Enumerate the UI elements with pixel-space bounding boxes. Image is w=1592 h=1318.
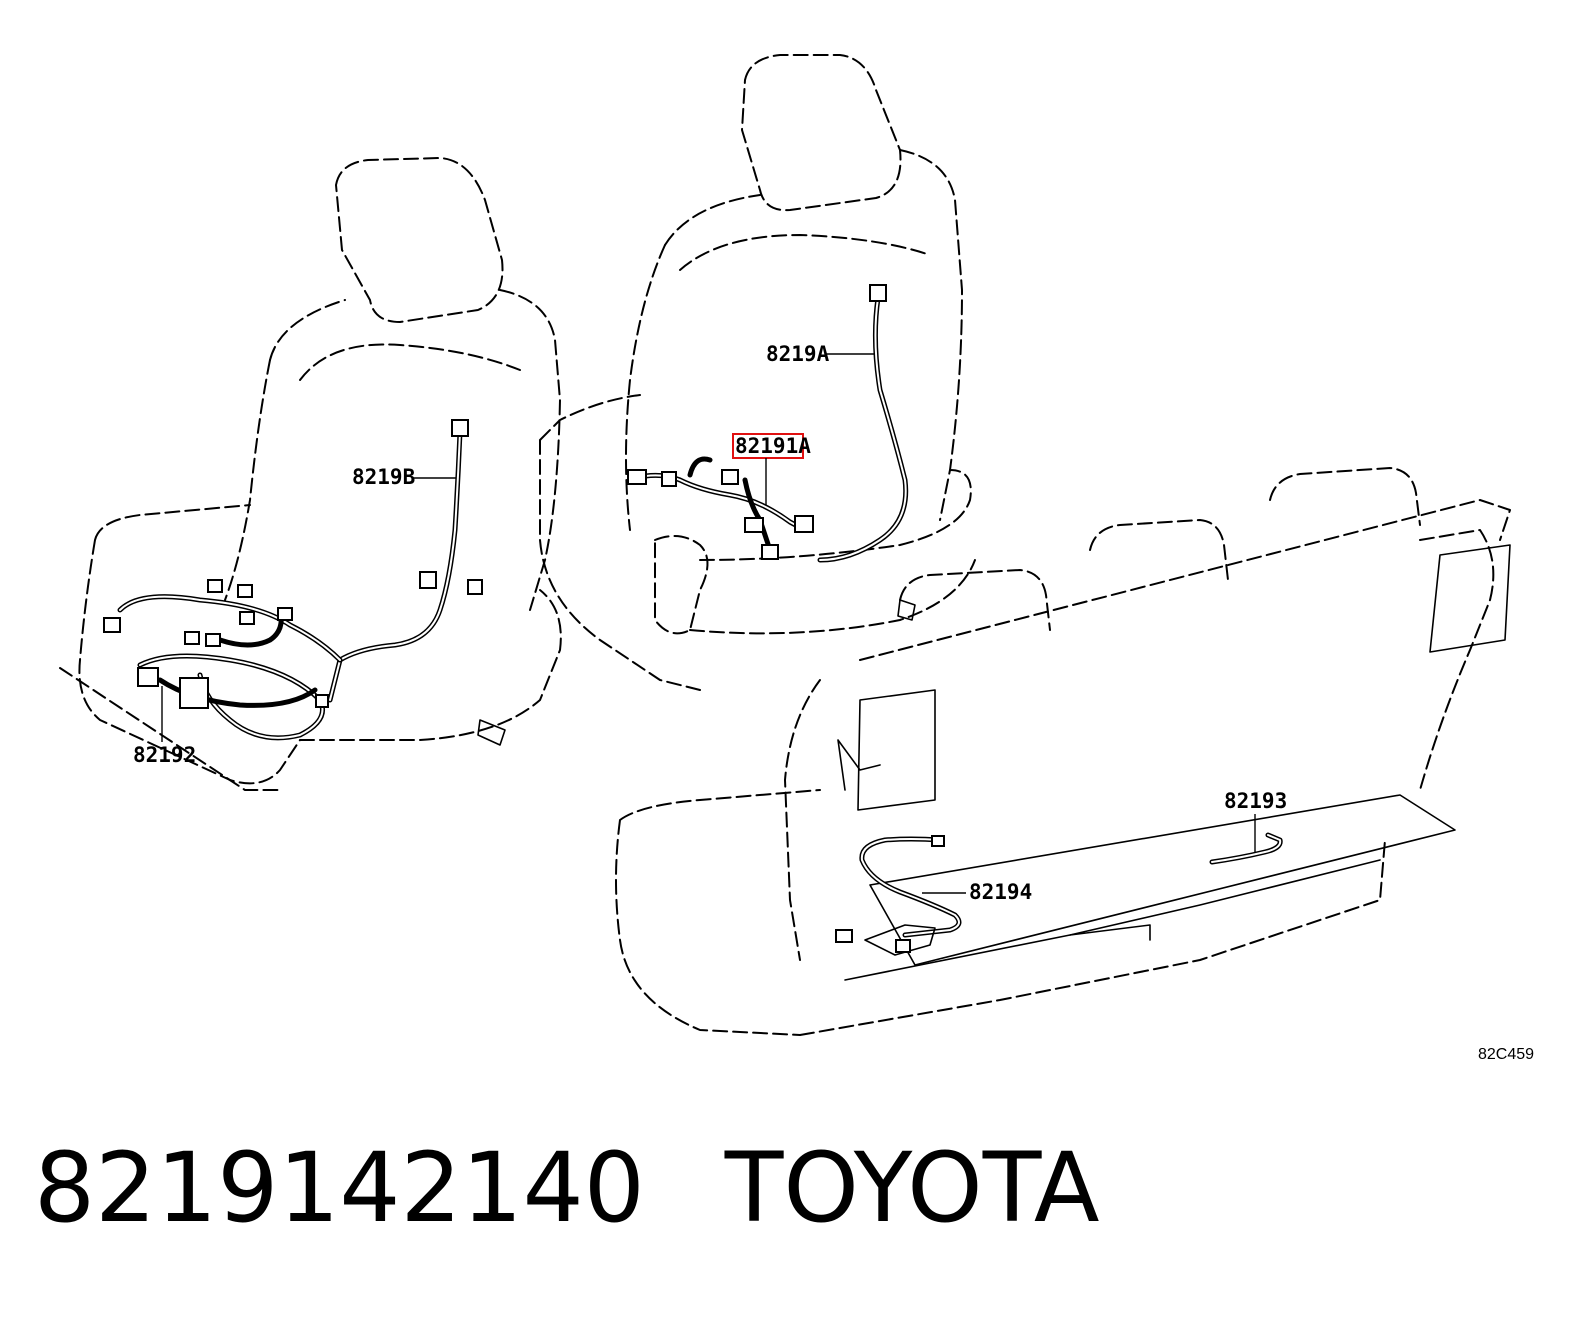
rear-bench-seat	[615, 467, 1511, 1036]
callout-highlight	[732, 433, 804, 459]
svg-text:82191A: 82191A	[735, 434, 811, 458]
harness-82193	[1209, 832, 1283, 865]
callout-8219a[interactable]: 8219A	[766, 342, 874, 366]
callout-8219b[interactable]: 8219B	[352, 465, 456, 489]
part-number: 8219142140	[34, 1132, 645, 1244]
svg-text:82194: 82194	[969, 880, 1032, 904]
harness-8219a	[817, 284, 909, 563]
harness-8219b	[327, 419, 483, 703]
brand-name: TOYOTA	[724, 1132, 1100, 1244]
front-left-seat	[59, 157, 562, 791]
harness-82192	[103, 579, 343, 741]
svg-text:82192: 82192	[133, 743, 196, 767]
callout-82194[interactable]: 82194	[922, 880, 1032, 904]
callout-82192[interactable]: 82192	[133, 686, 196, 767]
harness-82191a	[627, 456, 814, 560]
svg-text:8219A: 8219A	[766, 342, 830, 366]
svg-text:8219B: 8219B	[352, 465, 415, 489]
callout-82193[interactable]: 82193	[1224, 789, 1287, 852]
parts-diagram: 8219A 82191A 8219B 82192 82193 82194 82C…	[59, 54, 1534, 1063]
svg-text:82193: 82193	[1224, 789, 1287, 813]
illustration-ref: 82C459	[1478, 1046, 1534, 1063]
callout-82191a[interactable]: 82191A	[732, 433, 811, 505]
front-right-seat	[539, 54, 976, 691]
harness-82194	[835, 835, 962, 956]
